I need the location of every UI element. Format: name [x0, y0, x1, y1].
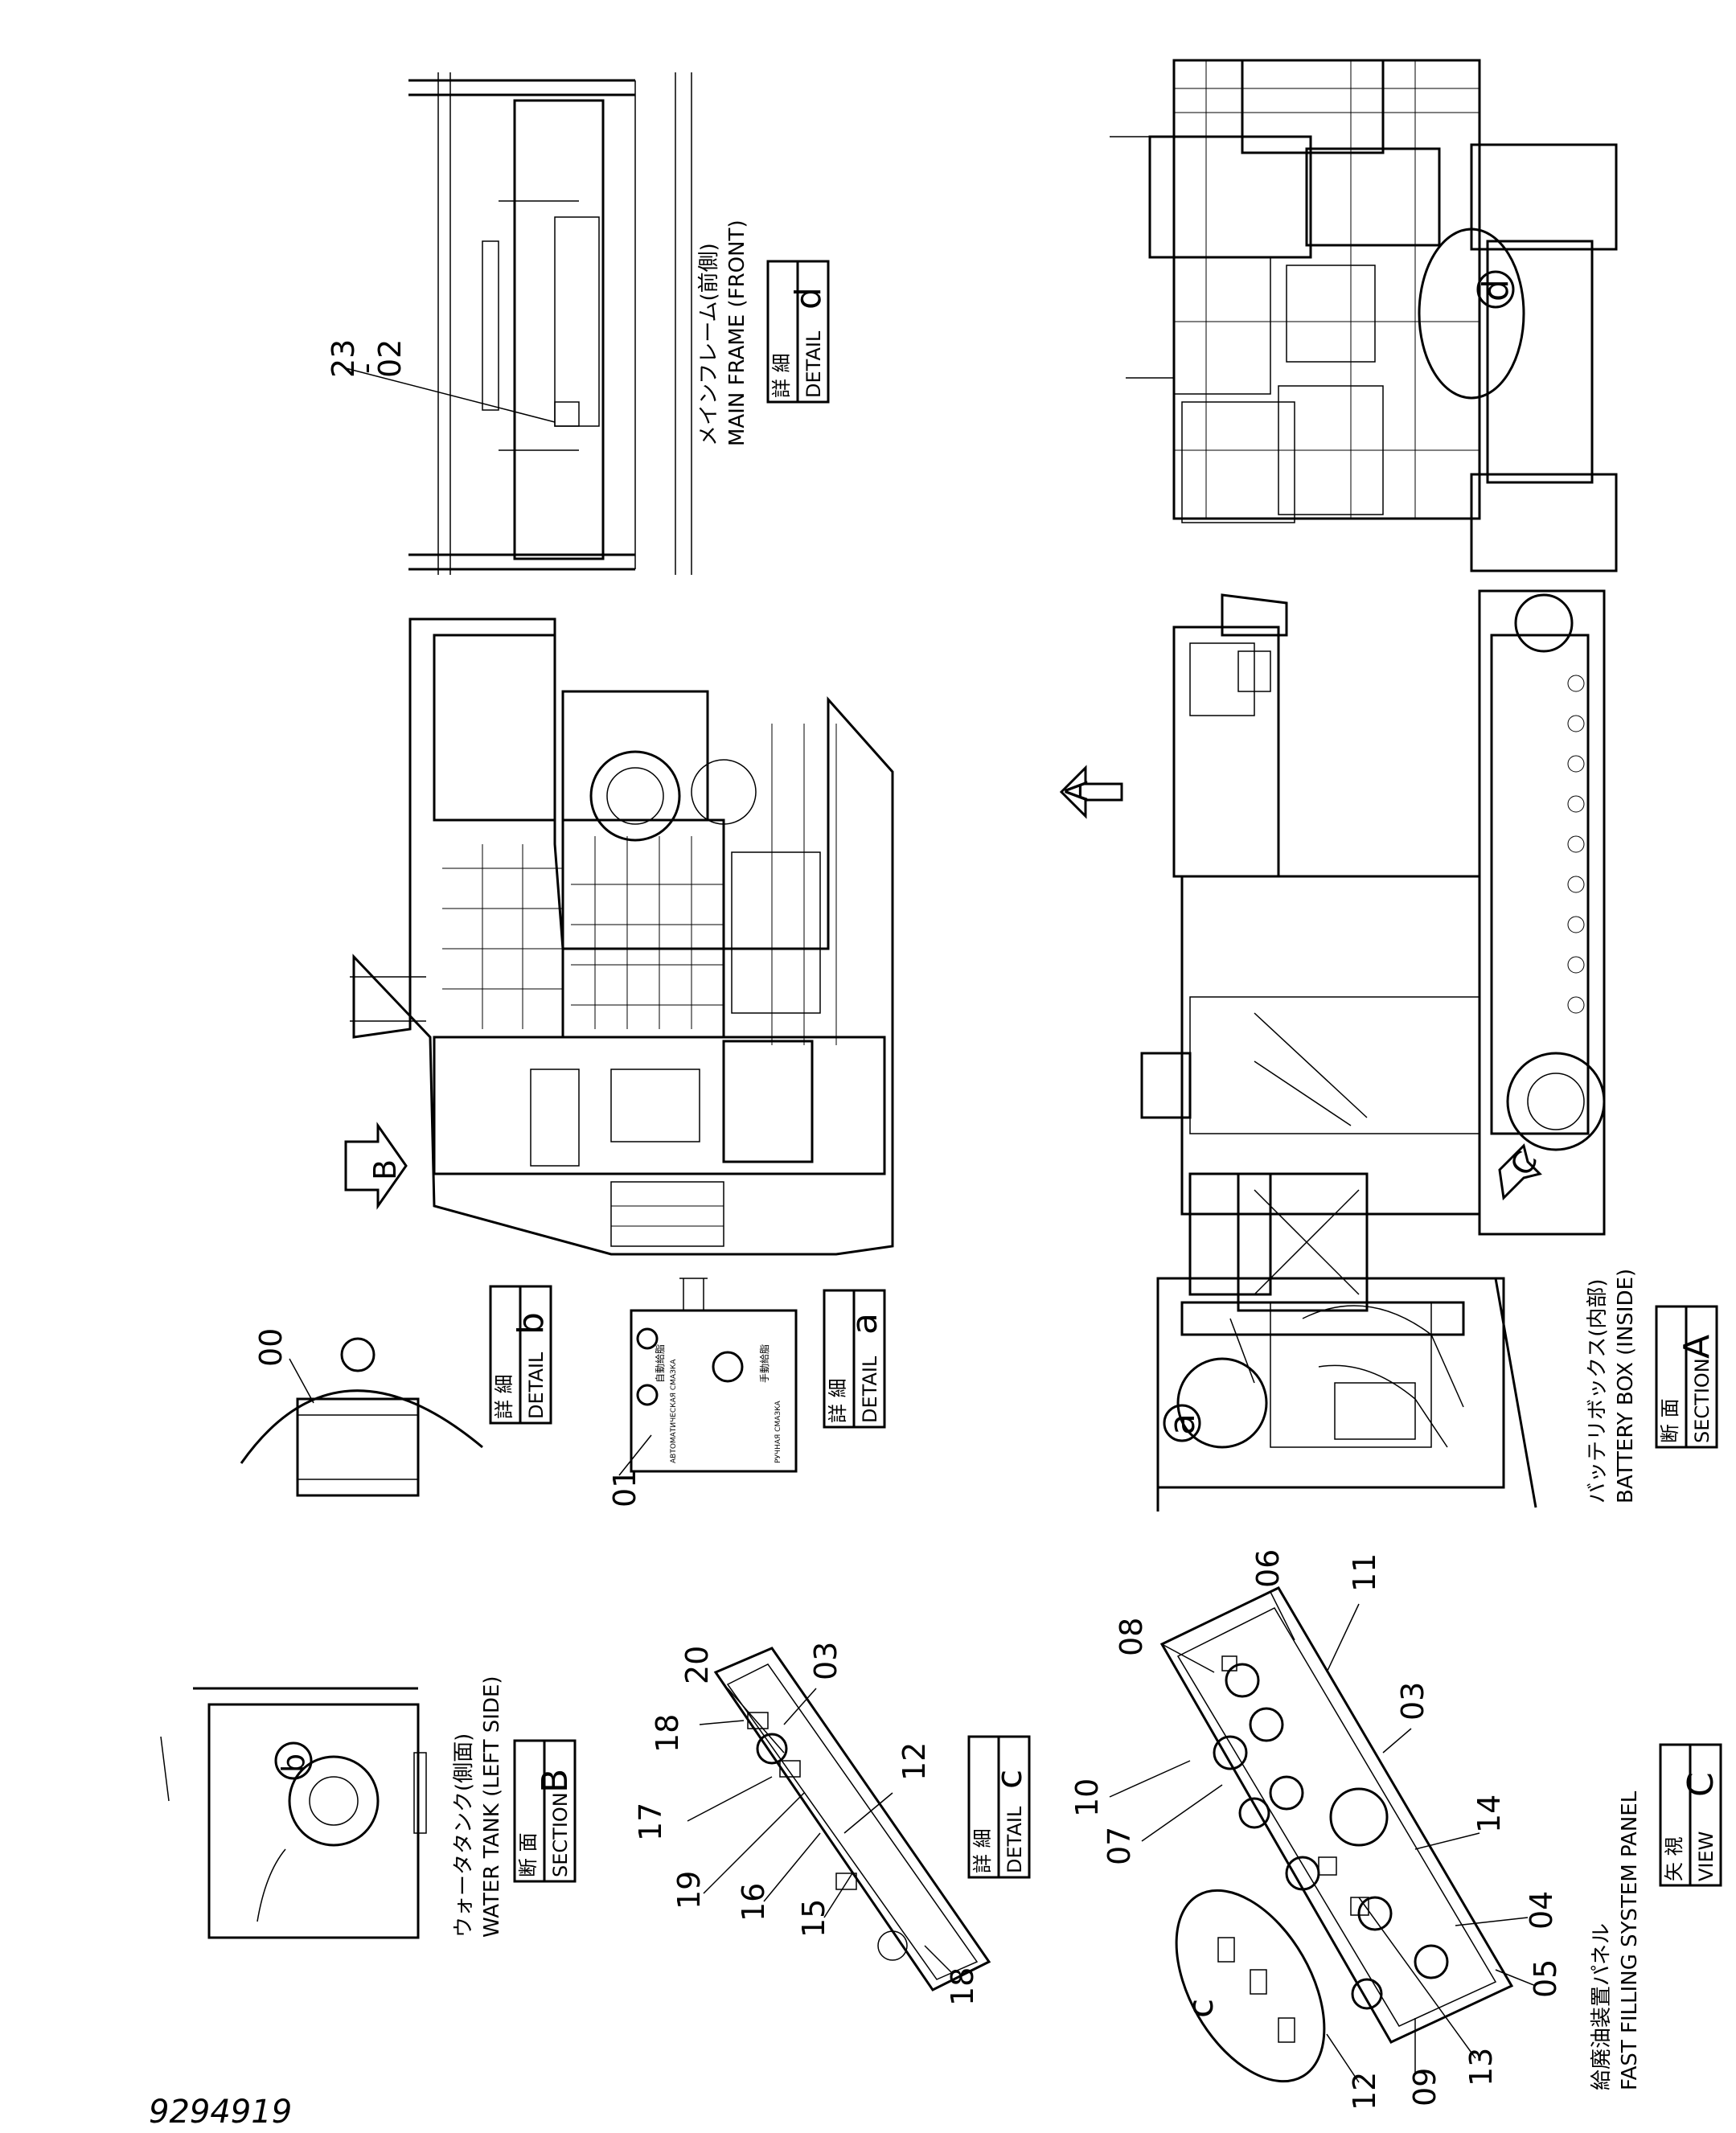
battery-box-kind-en: SECTION: [1691, 1358, 1713, 1443]
detail-b-tag: 詳 細 DETAIL b: [489, 1285, 552, 1425]
detail-c-label-6: 19: [671, 1871, 707, 1909]
main-frame-kind-jp: 詳 細: [770, 353, 793, 398]
water-tank-tag: 断 面 SECTION B: [513, 1739, 577, 1883]
side-view-arrow-a: A: [1059, 781, 1094, 802]
fast-filling-caption-jp: 給廃油装置パネル: [1590, 1923, 1614, 2090]
detail-a-plate: [618, 1278, 798, 1476]
detail-a-kind-en: DETAIL: [859, 1356, 881, 1423]
main-frame-caption-jp: メインフレーム(前側): [697, 243, 721, 446]
fast-filling-label-12: 12: [1347, 2072, 1382, 2110]
detail-c-letter: c: [989, 1770, 1030, 1789]
battery-box-section: [1156, 1277, 1537, 1512]
detail-c-label-5: 17: [633, 1803, 668, 1841]
detail-a-tag: 詳 細 DETAIL a: [823, 1289, 886, 1429]
fast-filling-kind-en: VIEW: [1695, 1832, 1718, 1881]
battery-box-letter: A: [1676, 1335, 1718, 1359]
main-frame-detail-view: [345, 72, 692, 575]
water-tank-caption-en: WATER TANK (LEFT SIDE): [480, 1676, 504, 1938]
detail-c-tag: 詳 細 DETAIL c: [967, 1735, 1031, 1879]
water-tank-caption-jp: ウォータタンク(側面): [452, 1733, 476, 1938]
water-tank-kind-en: SECTION: [549, 1792, 572, 1877]
front-view-machine: [1110, 59, 1618, 572]
detail-c-label-9: 18: [945, 1967, 980, 2006]
front-view-callout-d: d: [1475, 279, 1516, 301]
main-frame-letter: d: [788, 287, 829, 310]
battery-box-caption-en: BATTERY BOX (INSIDE): [1614, 1269, 1638, 1503]
detail-c-label-3: 03: [808, 1642, 843, 1680]
fast-filling-kind-jp: 矢 視: [1663, 1836, 1685, 1881]
battery-box-tag: 断 面 SECTION A: [1655, 1305, 1718, 1449]
detail-b-kind-jp: 詳 細: [493, 1374, 515, 1419]
detail-b-part-label: 00: [253, 1328, 289, 1367]
side-view-machine: [1059, 589, 1606, 1336]
main-frame-part-label-23: 23: [326, 339, 361, 378]
water-tank-section: [160, 1687, 427, 1939]
detail-a-plate-text-2: РУЧНАЯ СМАЗКА: [774, 1401, 782, 1463]
fast-filling-callout-c: c: [1180, 1999, 1221, 2018]
fast-filling-tag: 矢 視 VIEW C: [1659, 1743, 1722, 1887]
detail-c-label-8: 15: [796, 1899, 831, 1938]
fast-filling-label-1: 08: [1114, 1618, 1149, 1656]
detail-b-view: [240, 1337, 483, 1497]
fast-filling-label-5: 14: [1471, 1795, 1507, 1833]
detail-c-label-1: 18: [650, 1714, 685, 1753]
fast-filling-panel: [1109, 1586, 1537, 2083]
detail-c-kind-en: DETAIL: [1003, 1806, 1026, 1873]
fast-filling-label-11: 09: [1407, 2068, 1443, 2106]
fast-filling-label-4: 03: [1395, 1682, 1430, 1721]
detail-c-panel: [687, 1647, 991, 1991]
detail-a-kind-jp: 詳 細: [827, 1378, 849, 1423]
detail-a-plate-text-1: АВТОМАТИЧЕСКАЯ СМАЗКА: [670, 1359, 678, 1463]
detail-a-part-label: 01: [607, 1469, 642, 1507]
fast-filling-label-9: 05: [1528, 1959, 1563, 1998]
fast-filling-label-8: 04: [1524, 1891, 1559, 1930]
detail-c-label-7: 16: [736, 1883, 771, 1922]
fast-filling-caption-en: FAST FILLING SYSTEM PANEL: [1618, 1790, 1642, 2090]
fast-filling-label-7: 07: [1102, 1827, 1137, 1865]
fast-filling-label-2: 06: [1250, 1549, 1286, 1588]
detail-c-kind-jp: 詳 細: [971, 1828, 994, 1873]
main-frame-caption-en: MAIN FRAME (FRONT): [725, 219, 749, 446]
battery-box-kind-jp: 断 面: [1659, 1398, 1681, 1443]
water-tank-kind-jp: 断 面: [517, 1832, 540, 1877]
detail-a-plate-jp-1: 自動給脂: [654, 1344, 666, 1383]
main-frame-detail-tag: 詳 細 DETAIL d: [766, 260, 830, 404]
fast-filling-label-6: 10: [1069, 1778, 1105, 1817]
detail-c-label-2: 20: [679, 1646, 715, 1684]
detail-b-letter: b: [511, 1312, 552, 1335]
detail-b-kind-en: DETAIL: [525, 1352, 548, 1419]
plan-view-arrow-b: B: [367, 1159, 403, 1180]
plan-view-machine: [344, 617, 894, 1256]
main-frame-part-label-dash: -: [348, 363, 384, 374]
document-number: 9294919: [149, 2094, 292, 2131]
detail-c-label-4: 12: [897, 1742, 932, 1781]
water-tank-callout-b: b: [276, 1754, 311, 1773]
water-tank-letter: B: [535, 1769, 576, 1793]
fast-filling-letter: C: [1681, 1772, 1722, 1797]
battery-box-caption-jp: バッテリボックス(内部): [1586, 1278, 1610, 1503]
main-frame-kind-en: DETAIL: [802, 330, 825, 398]
detail-a-letter: a: [844, 1313, 885, 1335]
fast-filling-label-10: 13: [1463, 2048, 1499, 2086]
battery-box-callout-a: a: [1162, 1413, 1203, 1435]
fast-filling-label-3: 11: [1347, 1553, 1382, 1592]
detail-a-plate-jp-2: 手動給脂: [758, 1344, 770, 1383]
main-frame-part-label-02: 02: [372, 339, 408, 378]
